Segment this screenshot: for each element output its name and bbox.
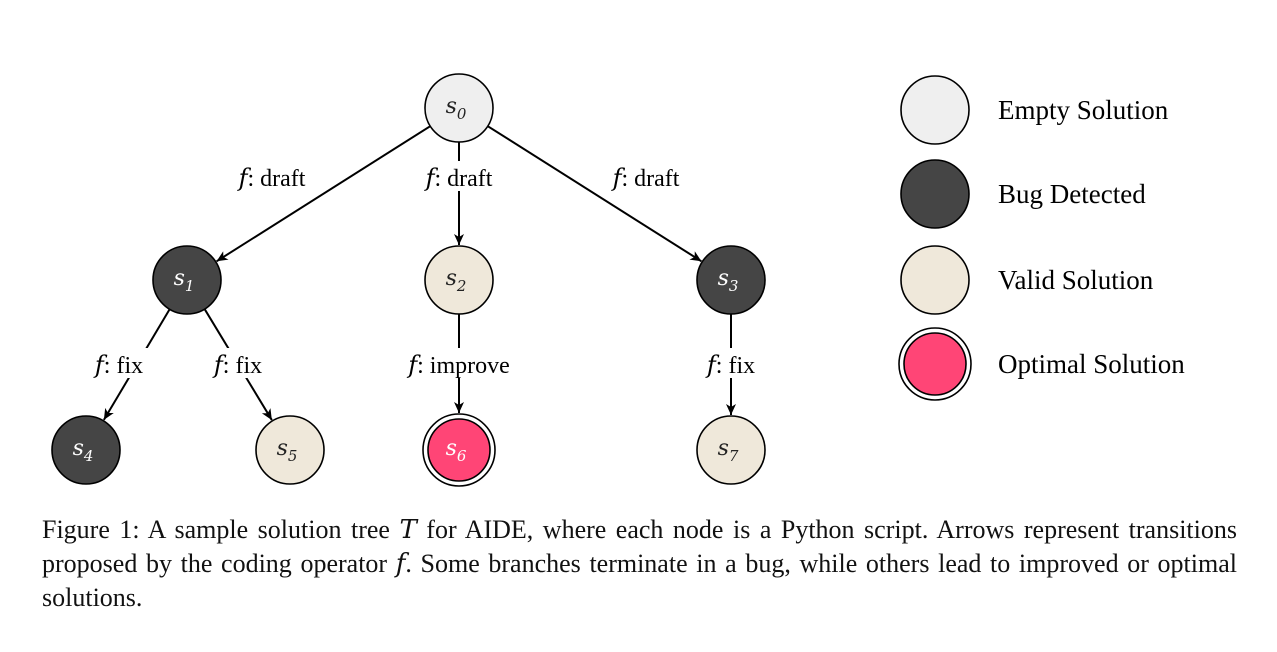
node-label-s7: s7	[718, 436, 739, 465]
edge-label-s0-s3: f: draft	[611, 164, 680, 192]
node-s5-circle	[255, 415, 325, 485]
edge-label-bg	[397, 348, 521, 378]
node-label-s4: s4	[73, 436, 94, 465]
node-s7: s7	[696, 415, 766, 485]
node-label-s1: s1	[174, 266, 195, 295]
solution-tree-diagram: f: draft f: draft f: draft f: fix f: fix f: i…	[51, 73, 1185, 487]
legend-swatch-optimal-circle	[903, 332, 967, 396]
node-label-s5: s5	[277, 436, 298, 465]
edge-label-s2-s6: f: improve	[406, 351, 510, 379]
caption-symbol-t: T	[399, 515, 417, 545]
node-s6-circle	[427, 418, 491, 482]
node-label-subscript: 4	[83, 447, 94, 465]
legend-item-optimal: Optimal Solution	[898, 327, 1185, 401]
node-s0-circle	[424, 73, 494, 143]
legend-item-empty: Empty Solution	[900, 75, 1169, 145]
node-label-subscript: 5	[288, 447, 298, 465]
edge-arrow-s0-s1	[216, 125, 431, 263]
legend-label-optimal: Optimal Solution	[998, 349, 1185, 379]
node-label-s2: s2	[446, 266, 467, 295]
edge-label-op: : draft	[621, 166, 679, 192]
node-s3-circle	[696, 245, 766, 315]
edge-label-bg	[595, 161, 697, 191]
node-s0: s0	[424, 73, 494, 143]
node-label-subscript: 7	[729, 447, 739, 465]
node-s2-circle	[424, 245, 494, 315]
legend-label-valid: Valid Solution	[998, 265, 1154, 295]
node-label-base: s	[73, 436, 84, 461]
node-s1: s1	[152, 245, 222, 315]
node-label-subscript: 2	[456, 277, 467, 295]
node-label-base: s	[174, 266, 185, 291]
edge-arrow-s0-s3	[487, 125, 702, 263]
edge-label-s3-s7: f: fix	[705, 351, 755, 379]
edge-label-bg	[80, 348, 158, 378]
legend-label-empty: Empty Solution	[998, 95, 1169, 125]
edge-label-op: : improve	[417, 353, 510, 379]
node-label-subscript: 6	[457, 447, 467, 465]
node-s5: s5	[255, 415, 325, 485]
legend-label-bug: Bug Detected	[998, 179, 1146, 209]
edge-label-op: : fix	[223, 353, 262, 379]
node-label-subscript: 0	[457, 105, 467, 123]
node-s6: s6	[422, 413, 496, 487]
legend-swatch-valid-circle	[900, 245, 970, 315]
node-label-s0: s0	[446, 94, 467, 123]
legend-item-valid: Valid Solution	[900, 245, 1154, 315]
edge-label-bg	[408, 161, 510, 191]
node-label-base: s	[446, 436, 457, 461]
node-label-s6: s6	[446, 436, 467, 465]
node-label-base: s	[718, 436, 729, 461]
node-s3: s3	[696, 245, 766, 315]
legend-item-bug: Bug Detected	[900, 159, 1146, 229]
node-label-subscript: 1	[185, 277, 195, 295]
node-label-base: s	[718, 266, 729, 291]
node-s4-circle	[51, 415, 121, 485]
figure-caption: Figure 1: A sample solution tree T for A…	[42, 513, 1237, 615]
node-s2: s2	[424, 245, 494, 315]
edges-layer: f: draft f: draft f: draft f: fix f: fix f: i…	[80, 125, 770, 421]
node-label-s3: s3	[718, 266, 739, 295]
caption-middle: for AIDE, where each node is a Python sc…	[42, 515, 1237, 578]
caption-end: . Some branches terminate in a bug, whil…	[42, 549, 1237, 612]
node-label-base: s	[277, 436, 288, 461]
node-s7-circle	[696, 415, 766, 485]
node-label-base: s	[446, 266, 457, 291]
edge-label-op: : draft	[434, 166, 492, 192]
edge-label-bg	[692, 348, 770, 378]
caption-symbol-f: f	[395, 549, 406, 579]
edge-label-op: : fix	[104, 353, 143, 379]
edge-label-op: : fix	[716, 353, 755, 379]
edge-label-s1-s5: f: fix	[212, 351, 262, 379]
edge-label-s0-s2: f: draft	[424, 164, 493, 192]
edge-label-s1-s4: f: fix	[93, 351, 143, 379]
legend-swatch-empty-circle	[900, 75, 970, 145]
caption-prefix: Figure 1: A sample solution tree	[42, 515, 400, 544]
edge-label-op: : draft	[247, 166, 305, 192]
edge-label-s0-s1: f: draft	[237, 164, 306, 192]
node-label-subscript: 3	[729, 277, 739, 295]
edge-label-bg	[199, 348, 277, 378]
legend-swatch-bug-circle	[900, 159, 970, 229]
edge-label-bg	[221, 161, 323, 191]
node-s1-circle	[152, 245, 222, 315]
node-label-base: s	[446, 94, 457, 119]
node-s4: s4	[51, 415, 121, 485]
